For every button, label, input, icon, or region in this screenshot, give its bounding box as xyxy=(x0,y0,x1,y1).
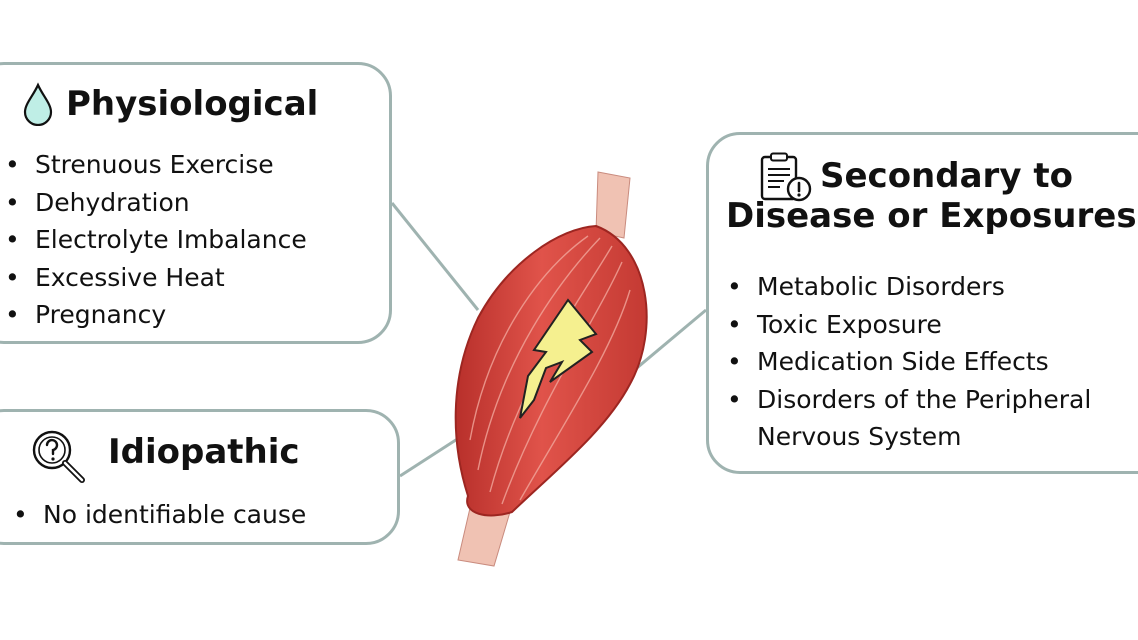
lightning-bolt xyxy=(519,298,598,419)
physiological-list: Strenuous Exercise Dehydration Electroly… xyxy=(5,146,307,334)
magnifier-question-icon xyxy=(32,430,85,483)
secondary-title: Secondary to Disease or Exposures xyxy=(726,156,1137,236)
list-item: Electrolyte Imbalance xyxy=(5,221,307,259)
connector-physiological xyxy=(390,202,480,311)
list-item: No identifiable cause xyxy=(13,496,306,534)
droplet-icon xyxy=(23,82,53,126)
list-item: Excessive Heat xyxy=(5,259,307,297)
clipboard-alert-icon xyxy=(760,152,812,202)
idiopathic-title: Idiopathic xyxy=(108,432,300,472)
connector-secondary xyxy=(631,308,707,374)
muscle-belly xyxy=(454,224,648,517)
list-item: Medication Side Effects xyxy=(727,343,1137,381)
list-item: Metabolic Disorders xyxy=(727,268,1137,306)
list-item: Toxic Exposure xyxy=(727,306,1137,344)
list-item: Dehydration xyxy=(5,184,307,222)
secondary-title-line1: Secondary to xyxy=(820,156,1073,196)
tendon-top xyxy=(595,171,631,239)
secondary-title-line2: Disease or Exposures xyxy=(726,196,1137,237)
physiological-title: Physiological xyxy=(66,84,319,124)
tendon-bottom xyxy=(457,507,511,567)
list-item: Strenuous Exercise xyxy=(5,146,307,184)
connector-idiopathic xyxy=(399,434,463,478)
muscle-lightning-icon xyxy=(454,171,648,567)
list-item: Pregnancy xyxy=(5,296,307,334)
idiopathic-list: No identifiable cause xyxy=(13,496,306,534)
list-item: Disorders of the Peripheral Nervous Syst… xyxy=(727,381,1137,456)
secondary-list: Metabolic Disorders Toxic Exposure Medic… xyxy=(727,268,1137,456)
